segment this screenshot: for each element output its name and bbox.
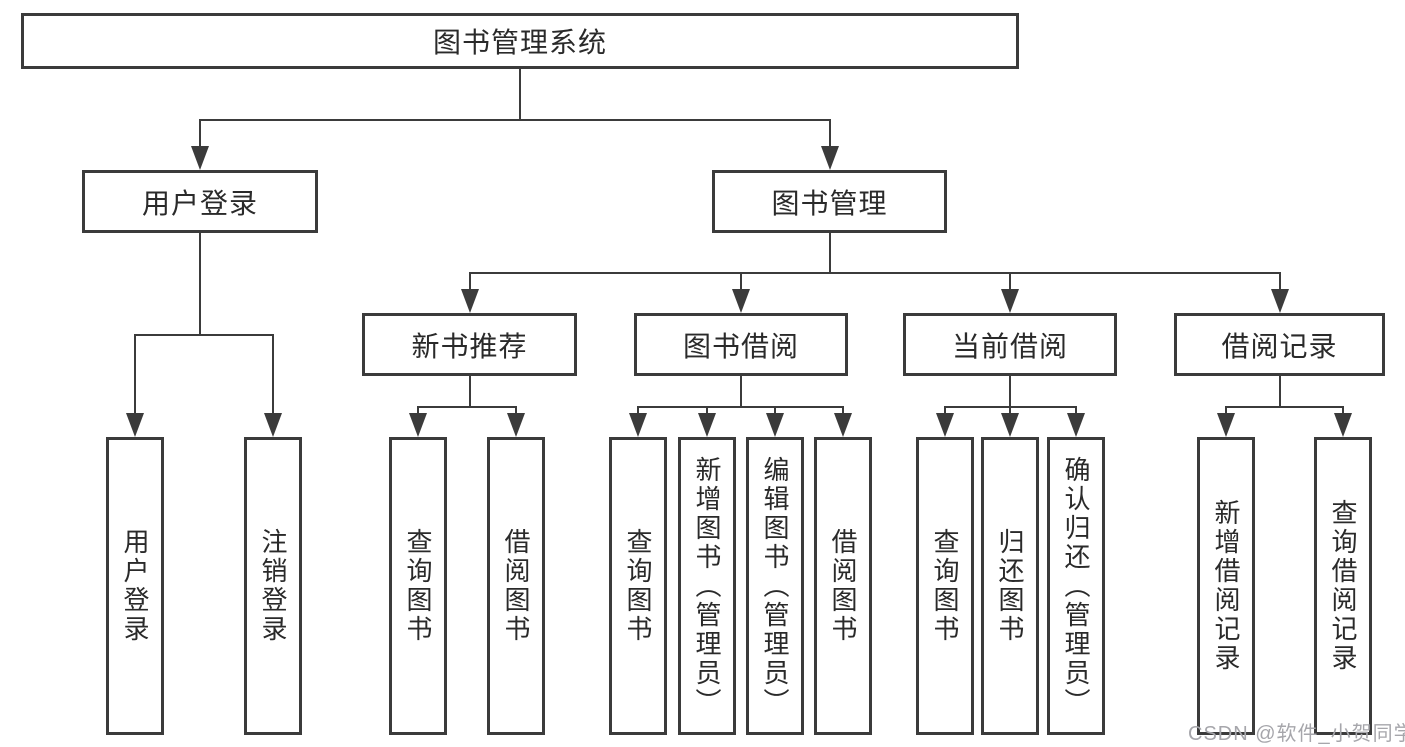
connector-drop	[1279, 273, 1281, 293]
arrowhead-down-icon	[1067, 413, 1085, 437]
connector-drop	[1075, 407, 1077, 417]
arrowhead-down-icon	[1334, 413, 1352, 437]
node-label: 查询图书	[930, 528, 960, 644]
node-label: 当前借阅	[951, 330, 1068, 362]
node-bb-query: 查询图书	[609, 437, 667, 735]
node-label: 新增图书（管理员）	[692, 455, 722, 717]
arrowhead-down-icon	[461, 289, 479, 313]
node-label: 用户登录	[141, 187, 258, 219]
node-label: 注销登录	[258, 528, 288, 644]
node-label: 新增借阅记录	[1211, 499, 1241, 673]
connector-drop	[272, 335, 274, 417]
node-nb-query: 查询图书	[389, 437, 447, 735]
arrowhead-down-icon	[629, 413, 647, 437]
arrowhead-down-icon	[1217, 413, 1235, 437]
connector-drop	[417, 407, 419, 417]
node-ul-logout: 注销登录	[244, 437, 302, 735]
node-new-book: 新书推荐	[362, 313, 577, 376]
node-cb-confirm: 确认归还（管理员）	[1047, 437, 1105, 735]
connector-drop	[1342, 407, 1344, 417]
node-label: 归还图书	[995, 528, 1025, 644]
arrowhead-down-icon	[507, 413, 525, 437]
connector-stub	[1279, 376, 1281, 407]
connector-drop	[134, 335, 136, 417]
node-label: 借阅记录	[1221, 330, 1338, 362]
node-label: 编辑图书（管理员）	[760, 455, 790, 717]
node-label: 图书管理系统	[432, 27, 607, 58]
node-user-login: 用户登录	[82, 170, 318, 233]
node-br-query: 查询借阅记录	[1314, 437, 1372, 735]
arrowhead-down-icon	[936, 413, 954, 437]
connector-stub	[740, 376, 742, 407]
node-nb-borrow: 借阅图书	[487, 437, 545, 735]
connector-horizontal	[134, 334, 274, 336]
node-book-borrow: 图书借阅	[634, 313, 848, 376]
arrowhead-down-icon	[1001, 413, 1019, 437]
node-ul-login: 用户登录	[106, 437, 164, 735]
node-label: 查询借阅记录	[1328, 499, 1358, 673]
connector-drop	[740, 273, 742, 293]
node-label: 图书借阅	[682, 330, 799, 362]
node-book-mgmt: 图书管理	[712, 170, 947, 233]
arrowhead-down-icon	[126, 413, 144, 437]
connector-stub	[469, 376, 471, 407]
connector-drop	[829, 120, 831, 150]
node-label: 用户登录	[120, 528, 150, 644]
arrowhead-down-icon	[732, 289, 750, 313]
connector-drop	[469, 273, 471, 293]
node-label: 确认归还（管理员）	[1061, 455, 1091, 717]
node-root: 图书管理系统	[21, 13, 1019, 69]
connector-horizontal	[1225, 406, 1344, 408]
connector-drop	[944, 407, 946, 417]
node-label: 图书管理	[771, 187, 888, 219]
node-cb-return: 归还图书	[981, 437, 1039, 735]
connector-stub	[519, 69, 521, 120]
arrowhead-down-icon	[1271, 289, 1289, 313]
connector-stub	[1009, 376, 1011, 407]
connector-stub	[199, 233, 201, 335]
arrowhead-down-icon	[264, 413, 282, 437]
connector-horizontal	[199, 119, 831, 121]
node-label: 借阅图书	[828, 528, 858, 644]
connector-drop	[1009, 407, 1011, 417]
arrowhead-down-icon	[698, 413, 716, 437]
arrowhead-down-icon	[191, 146, 209, 170]
connector-stub	[829, 233, 831, 273]
arrowhead-down-icon	[766, 413, 784, 437]
node-bb-edit: 编辑图书（管理员）	[746, 437, 804, 735]
connector-drop	[706, 407, 708, 417]
connector-drop	[515, 407, 517, 417]
node-label: 查询图书	[403, 528, 433, 644]
connector-drop	[637, 407, 639, 417]
connector-drop	[842, 407, 844, 417]
node-label: 借阅图书	[501, 528, 531, 644]
node-borrow-record: 借阅记录	[1174, 313, 1385, 376]
node-label: 新书推荐	[411, 330, 528, 362]
arrowhead-down-icon	[821, 146, 839, 170]
node-current-borrow: 当前借阅	[903, 313, 1117, 376]
connector-drop	[1009, 273, 1011, 293]
watermark: CSDN @软件_小贺同学	[1188, 723, 1405, 745]
connector-horizontal	[637, 406, 844, 408]
arrowhead-down-icon	[834, 413, 852, 437]
connector-drop	[199, 120, 201, 150]
connector-horizontal	[417, 406, 517, 408]
arrowhead-down-icon	[1001, 289, 1019, 313]
node-br-add: 新增借阅记录	[1197, 437, 1255, 735]
connector-drop	[1225, 407, 1227, 417]
connector-horizontal	[469, 272, 1281, 274]
node-label: 查询图书	[623, 528, 653, 644]
arrowhead-down-icon	[409, 413, 427, 437]
connector-drop	[774, 407, 776, 417]
node-cb-query: 查询图书	[916, 437, 974, 735]
node-bb-add: 新增图书（管理员）	[678, 437, 736, 735]
node-bb-borrow: 借阅图书	[814, 437, 872, 735]
